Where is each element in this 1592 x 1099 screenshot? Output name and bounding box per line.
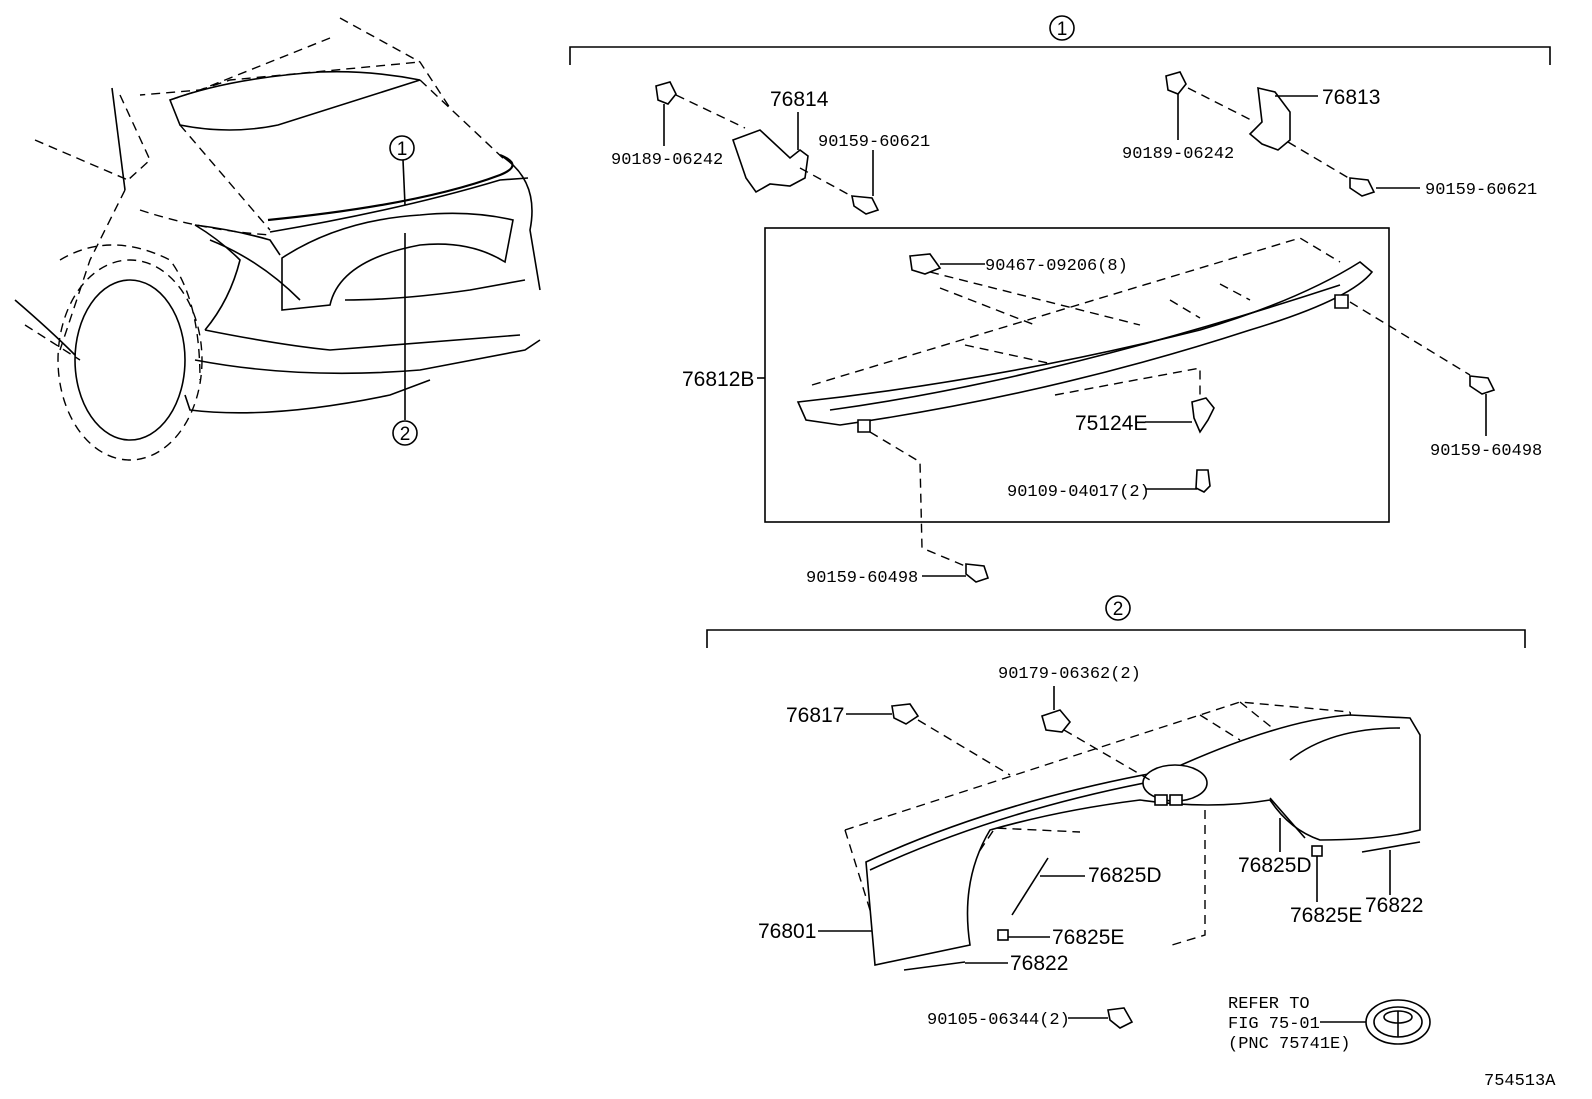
- label-76817: 76817: [786, 704, 844, 727]
- label-76825E-right: 76825E: [1290, 904, 1362, 927]
- label-75124E: 75124E: [1075, 412, 1147, 435]
- label-90179-06362: 90179-06362(2): [998, 665, 1141, 684]
- group-2-bracket: 2: [706, 595, 1526, 648]
- label-76814: 76814: [770, 88, 829, 111]
- spoiler-76812B-box: 90467-09206(8) 76812B 75124E 90109-04017…: [682, 227, 1471, 523]
- group-1-bracket: 1: [569, 15, 1551, 65]
- label-76801: 76801: [758, 920, 816, 943]
- garnish-body: [865, 714, 1421, 966]
- bolt-90159-60498-right: 90159-60498: [1430, 375, 1542, 461]
- group-1-callout: 1: [1057, 19, 1068, 40]
- label-76825E-left: 76825E: [1052, 926, 1124, 949]
- callout-2-label: 2: [400, 424, 411, 445]
- label-76822-left: 76822: [1010, 952, 1068, 975]
- screw-90109: [1195, 469, 1211, 493]
- strip-76822-right: 76822: [1361, 841, 1423, 917]
- refer-line-3: (PNC 75741E): [1228, 1035, 1350, 1054]
- spoiler-body: [796, 261, 1374, 426]
- refer-line-1: REFER TO: [1228, 995, 1310, 1014]
- garnish-76801: 76801: [758, 701, 1421, 966]
- label-90159-60621-right: 90159-60621: [1425, 181, 1537, 200]
- bracket-76813: 90189-06242 76813 90159-60621: [1122, 71, 1537, 200]
- label-90467-09206: 90467-09206(8): [985, 257, 1128, 276]
- bolt-90159-60498-lower: 90159-60498: [806, 431, 990, 588]
- label-90189-06242-left: 90189-06242: [611, 151, 723, 170]
- vehicle-rear-illustration: 1 2: [14, 17, 541, 461]
- label-90159-60498-lower: 90159-60498: [806, 569, 918, 588]
- label-90159-60621-left: 90159-60621: [818, 133, 930, 152]
- label-76825D-right: 76825D: [1238, 854, 1312, 877]
- label-76812B: 76812B: [682, 368, 754, 391]
- clip-90189-right: [1165, 71, 1187, 95]
- callout-1-label: 1: [397, 139, 408, 160]
- figure-id: 754513A: [1484, 1072, 1556, 1091]
- clip-90467: [909, 253, 942, 275]
- tape-76825D-right: 76825D: [1238, 797, 1312, 877]
- bolt-90159-60621-right: [1349, 177, 1376, 197]
- pad-76825E-left: 76825E: [997, 926, 1124, 949]
- label-76813: 76813: [1322, 86, 1380, 109]
- label-76825D-left: 76825D: [1088, 864, 1162, 887]
- retainer-75124E: [1191, 397, 1215, 434]
- label-90105-06344: 90105-06344(2): [927, 1011, 1070, 1030]
- group-2-callout: 2: [1113, 599, 1124, 620]
- bracket-76814: 90189-06242 76814 90159-60621: [611, 81, 930, 215]
- label-90109-04017: 90109-04017(2): [1007, 483, 1150, 502]
- clip-76817: 76817: [786, 703, 1011, 776]
- label-76822-right: 76822: [1365, 894, 1423, 917]
- pad-76825E-right: 76825E: [1290, 845, 1362, 927]
- clip-90189-left: [655, 81, 677, 105]
- refer-line-2: FIG 75-01: [1228, 1015, 1320, 1034]
- bolt-90159-60621-left: [851, 195, 880, 215]
- label-90159-60498-right: 90159-60498: [1430, 442, 1542, 461]
- nut-90179-06362: 90179-06362(2): [998, 665, 1151, 781]
- emblem-reference: REFER TO FIG 75-01 (PNC 75741E): [1228, 995, 1431, 1054]
- label-90189-06242-right: 90189-06242: [1122, 145, 1234, 164]
- bolt-90105-06344: 90105-06344(2): [927, 1007, 1134, 1030]
- strip-76822-left: 76822: [903, 952, 1068, 975]
- tape-76825D-left: 76825D: [1011, 857, 1162, 916]
